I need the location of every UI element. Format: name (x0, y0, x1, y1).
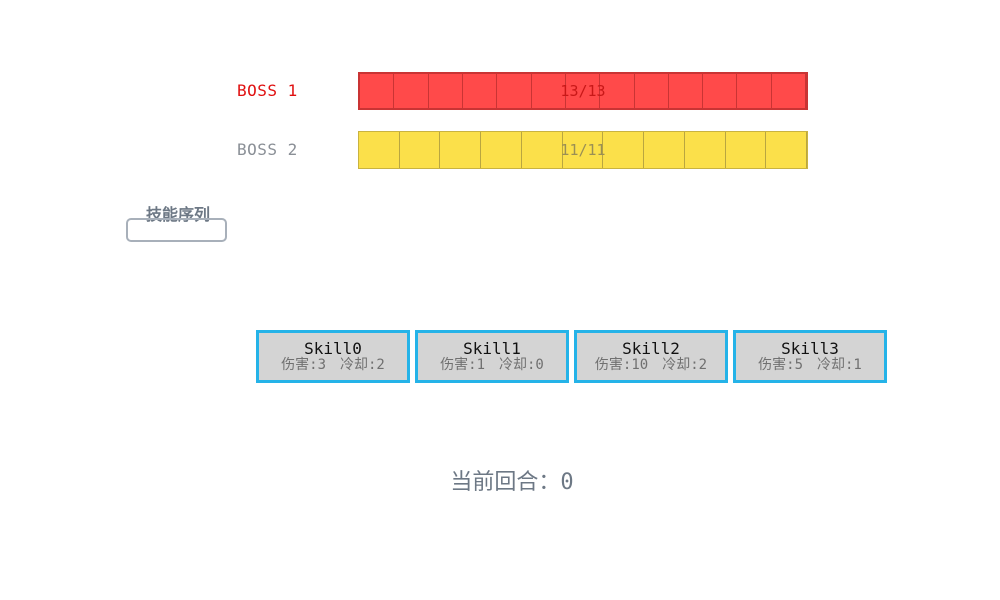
skill-damage: 伤害:3 (281, 356, 326, 373)
skill-name: Skill1 (463, 338, 521, 358)
hp-segment (603, 132, 645, 168)
boss-1-label: BOSS 1 (237, 81, 298, 100)
boss-2-hp-bar: 11/11 (358, 131, 808, 169)
hp-segment (497, 74, 532, 108)
skill-button-0[interactable]: Skill0 伤害:3 冷却:2 (256, 330, 410, 383)
skill-damage: 伤害:1 (440, 356, 485, 373)
hp-segment (429, 74, 463, 108)
hp-segment (635, 74, 669, 108)
skill-bar: Skill0 伤害:3 冷却:2 Skill1 伤害:1 冷却:0 Skill2 伤… (256, 330, 887, 383)
skill-cooldown: 冷却:2 (662, 356, 708, 373)
hp-segment (703, 74, 738, 108)
skill-cooldown: 冷却:2 (340, 356, 385, 373)
hp-segment (566, 74, 601, 108)
skill-stats: 伤害:3 冷却:2 (281, 357, 385, 374)
hp-segment (360, 74, 395, 108)
hp-segment (600, 74, 635, 108)
skill-cooldown: 冷却:1 (817, 356, 862, 373)
skill-cooldown: 冷却:0 (499, 356, 544, 373)
hp-segment (563, 132, 604, 168)
hp-segment (766, 132, 807, 168)
skill-name: Skill3 (781, 338, 839, 358)
hp-segment (394, 74, 429, 108)
skill-button-1[interactable]: Skill1 伤害:1 冷却:0 (415, 330, 569, 383)
boss-1-row: BOSS 1 13/13 (0, 72, 1000, 112)
skill-name: Skill2 (622, 338, 680, 358)
skill-damage: 伤害:5 (758, 356, 803, 373)
hp-segment (440, 132, 482, 168)
hp-segment (463, 74, 498, 108)
skill-stats: 伤害:10 冷却:2 (595, 357, 707, 374)
hp-segment (532, 74, 566, 108)
skill-button-3[interactable]: Skill3 伤害:5 冷却:1 (733, 330, 887, 383)
boss-2-row: BOSS 2 11/11 (0, 131, 1000, 171)
skill-sequence-box (126, 218, 227, 242)
hp-segment (644, 132, 685, 168)
hp-segment (772, 74, 806, 108)
hp-segment (481, 132, 522, 168)
hp-segment (669, 74, 704, 108)
skill-stats: 伤害:5 冷却:1 (758, 357, 862, 374)
hp-segment (359, 132, 400, 168)
current-round-text: 当前回合：0 (450, 470, 574, 495)
skill-stats: 伤害:1 冷却:0 (440, 357, 544, 374)
hp-segment (400, 132, 441, 168)
skill-damage: 伤害:10 (594, 356, 649, 373)
hp-segment (726, 132, 767, 168)
hp-segment (522, 132, 563, 168)
skill-button-2[interactable]: Skill2 伤害:10 冷却:2 (574, 330, 728, 383)
hp-segment (685, 132, 726, 168)
boss-1-hp-bar: 13/13 (358, 72, 808, 110)
skill-name: Skill0 (304, 338, 362, 358)
hp-segment (737, 74, 772, 108)
boss-2-label: BOSS 2 (237, 140, 298, 159)
